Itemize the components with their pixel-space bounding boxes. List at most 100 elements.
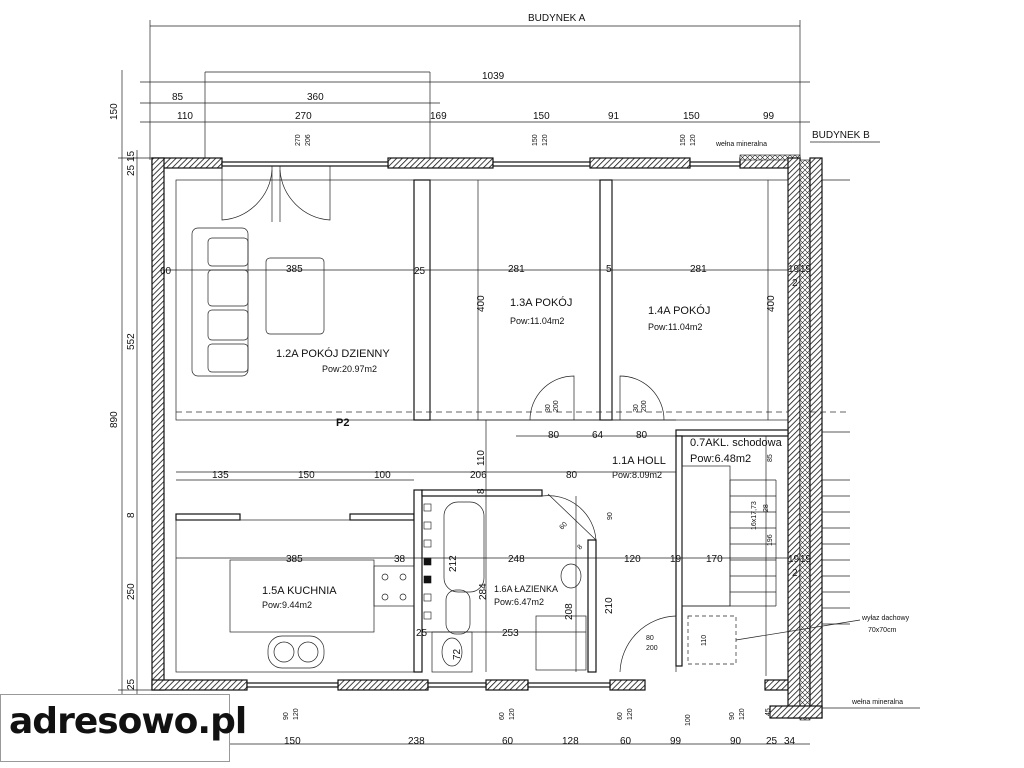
dim-left-8: 8 xyxy=(126,512,137,518)
dim-i-210: 210 xyxy=(604,597,615,614)
dim-i-72: 72 xyxy=(452,648,463,660)
dim-i-110b: 110 xyxy=(701,635,708,646)
dim-i-90: 90 xyxy=(607,512,614,520)
room-stairs-area: Pow:6.48m2 xyxy=(690,453,751,465)
dim-left-552: 552 xyxy=(126,333,137,350)
dim-b-60b: 60 xyxy=(620,736,632,747)
insulation-top-label: wełna mineralna xyxy=(715,141,767,148)
dim-i-28: 28 xyxy=(763,504,770,512)
dim-i-19c: 19 xyxy=(670,554,682,565)
dim-i-stair-step: 16x17,73 xyxy=(751,501,758,530)
dim-i-25b: 25 xyxy=(416,628,428,639)
dim-top-91: 91 xyxy=(608,111,620,122)
watermark-tld: .pl xyxy=(197,701,247,742)
dim-i-30a: 30 xyxy=(545,404,552,412)
dim-i-85: 85 xyxy=(767,454,774,462)
dim-i-64: 64 xyxy=(592,430,604,441)
interior-walls xyxy=(175,179,850,673)
dim-i-253: 253 xyxy=(502,628,519,639)
dim-i-2b: 2 xyxy=(792,568,798,579)
room-hall-area: Pow:8.09m2 xyxy=(612,470,662,480)
dim-i-30b: 30 xyxy=(633,404,640,412)
dim-i-212: 212 xyxy=(448,555,459,572)
bottom-dimensions: 150 238 60 128 60 99 90 25 34 90 120 60 … xyxy=(230,708,810,747)
dim-i-135: 135 xyxy=(212,470,229,481)
room-13-name: 1.3A POKÓJ xyxy=(510,296,572,309)
room-bath-name: 1.6A ŁAZIENKA xyxy=(494,584,558,594)
dim-i-120: 120 xyxy=(624,554,641,565)
dim-left-25: 25 xyxy=(126,164,137,176)
roof-hatch-size: 70x70cm xyxy=(868,627,897,634)
dim-i-19b: 19 xyxy=(800,264,812,275)
dim-i-19e: 19 xyxy=(800,554,812,565)
dim-i-19a: 19 xyxy=(788,264,800,275)
dim-i-385a: 385 xyxy=(286,264,303,275)
dim-left-25b: 25 xyxy=(126,678,137,690)
dim-top-99: 99 xyxy=(763,111,775,122)
room-living-name: 1.2A POKÓJ DZIENNY xyxy=(276,347,390,360)
room-14-name: 1.4A POKÓJ xyxy=(648,304,710,317)
dim-bs-120d: 120 xyxy=(739,708,746,720)
insulation-bottom-label: wełna mineralna xyxy=(851,699,903,706)
staircase xyxy=(681,179,861,665)
dim-i-60b: 60 xyxy=(558,521,569,532)
room-bath-area: Pow:6.47m2 xyxy=(494,597,544,607)
room-labels: 1.2A POKÓJ DZIENNY Pow:20.97m2 1.3A POKÓ… xyxy=(262,296,920,709)
dim-i-200c: 200 xyxy=(646,645,658,652)
dim-left-15: 15 xyxy=(126,150,137,162)
dim-i-8a: 8 xyxy=(476,488,487,494)
dim-b-150: 150 xyxy=(284,736,301,747)
dim-i-281b: 281 xyxy=(690,264,707,275)
dim-top-270: 270 xyxy=(295,111,312,122)
dim-top-110: 110 xyxy=(177,111,193,122)
dim-total: 1039 xyxy=(482,71,505,82)
dim-top-360: 360 xyxy=(307,92,324,103)
dim-i-200b: 200 xyxy=(641,400,648,412)
dim-small-150a: 150 xyxy=(532,134,539,146)
dim-b-238: 238 xyxy=(408,736,425,747)
watermark-logo: adresowo.pl xyxy=(0,694,247,762)
room-14-area: Pow:11.04m2 xyxy=(648,322,702,332)
dim-bs-60a: 60 xyxy=(499,712,506,720)
dim-b-60a: 60 xyxy=(502,736,514,747)
dim-i-19d: 19 xyxy=(788,554,800,565)
dim-left-890: 890 xyxy=(109,411,120,428)
room-stairs-name: 0.7AKL. schodowa xyxy=(690,437,783,449)
dim-bs-120b: 120 xyxy=(509,708,516,720)
dim-i-38: 38 xyxy=(394,554,406,565)
dim-small-120a: 120 xyxy=(542,134,549,146)
building-b-label: BUDYNEK B xyxy=(812,130,870,141)
dim-bs-120a: 120 xyxy=(293,708,300,720)
dim-i-8b: 8 xyxy=(576,544,584,552)
top-dimensions: BUDYNEK A 1039 85 360 110 270 169 150 91… xyxy=(140,13,880,160)
watermark-brand: adresowo xyxy=(9,701,198,742)
room-kitchen-name: 1.5A KUCHNIA xyxy=(262,585,337,597)
dim-i-170: 170 xyxy=(706,554,723,565)
dim-b-34: 34 xyxy=(784,736,796,747)
dim-b-99: 99 xyxy=(670,736,682,747)
dim-i-110: 110 xyxy=(476,450,487,466)
dim-i-60: 60 xyxy=(160,266,172,277)
dim-left-150: 150 xyxy=(109,103,120,120)
room-living-area: Pow:20.97m2 xyxy=(322,364,377,374)
dim-bs-60b: 60 xyxy=(617,712,624,720)
dim-i-248: 248 xyxy=(508,554,525,565)
dim-left-250: 250 xyxy=(126,583,137,600)
dim-b-128: 128 xyxy=(562,736,579,747)
dim-i-400b: 400 xyxy=(766,295,777,312)
dim-small-120b: 120 xyxy=(690,134,697,146)
dim-small-270: 270 xyxy=(295,134,302,146)
room-hall-name: 1.1A HOLL xyxy=(612,455,666,467)
dim-i-100: 100 xyxy=(374,470,391,481)
dim-small-206: 206 xyxy=(305,134,312,146)
dim-i-80d: 80 xyxy=(646,635,654,642)
dim-b-25: 25 xyxy=(766,736,778,747)
dim-b-90: 90 xyxy=(730,736,742,747)
furniture xyxy=(191,227,587,673)
doors xyxy=(221,166,677,673)
dim-small-150b: 150 xyxy=(680,134,687,146)
dim-i-200a: 200 xyxy=(553,400,560,412)
dim-i-284: 284 xyxy=(478,583,489,600)
dim-i-150: 150 xyxy=(298,470,315,481)
dim-bs-120c: 120 xyxy=(627,708,634,720)
